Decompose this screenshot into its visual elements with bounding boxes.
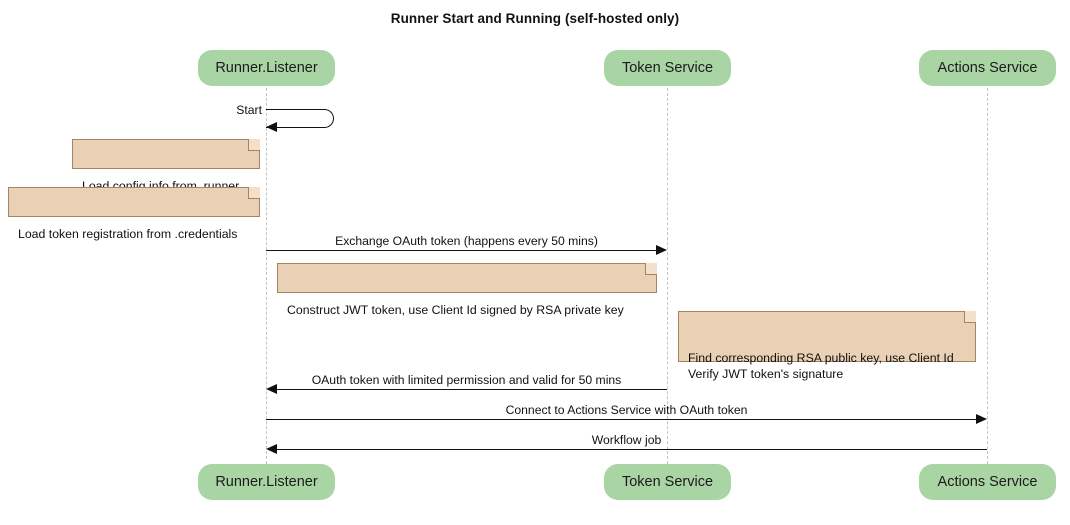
message-label-workflow-job: Workflow job <box>591 433 662 447</box>
message-label-exchange-oauth-token: Exchange OAuth token (happens every 50 m… <box>335 234 598 248</box>
participant-actions-service-top[interactable]: Actions Service <box>919 50 1056 86</box>
lifeline-runner <box>266 88 267 464</box>
message-self-start <box>266 109 334 128</box>
note-fold-corner-icon <box>248 187 260 199</box>
arrowhead-exchange-oauth-token <box>656 245 667 255</box>
arrowhead-start <box>266 122 277 132</box>
lifeline-actions <box>987 88 988 464</box>
participant-token-service-top[interactable]: Token Service <box>604 50 731 86</box>
message-label-connect-actions-service: Connect to Actions Service with OAuth to… <box>505 403 748 417</box>
note-fold-corner-icon <box>645 263 657 275</box>
message-line-oauth-token-reply <box>277 389 667 390</box>
note-load-config: Load config info from .runner <box>72 139 260 193</box>
participant-actions-service-bottom[interactable]: Actions Service <box>919 464 1056 500</box>
arrowhead-connect-actions-service <box>976 414 987 424</box>
note-text: Find corresponding RSA public key, use C… <box>688 351 954 381</box>
page-title: Runner Start and Running (self-hosted on… <box>390 11 680 26</box>
lifeline-token <box>667 88 668 464</box>
note-construct-jwt: Construct JWT token, use Client Id signe… <box>277 263 657 317</box>
message-label-start: Start <box>236 103 262 117</box>
note-text: Load token registration from .credential… <box>18 227 238 241</box>
message-line-connect-actions-service <box>266 419 976 420</box>
participant-runner-listener-bottom[interactable]: Runner.Listener <box>198 464 335 500</box>
message-line-exchange-oauth-token <box>266 250 656 251</box>
participant-runner-listener-top[interactable]: Runner.Listener <box>198 50 335 86</box>
participant-token-service-bottom[interactable]: Token Service <box>604 464 731 500</box>
arrowhead-oauth-token-reply <box>266 384 277 394</box>
note-load-token-registration: Load token registration from .credential… <box>8 187 260 241</box>
note-verify-jwt: Find corresponding RSA public key, use C… <box>678 311 976 381</box>
note-fold-corner-icon <box>964 311 976 323</box>
message-line-workflow-job <box>277 449 987 450</box>
note-fold-corner-icon <box>248 139 260 151</box>
arrowhead-workflow-job <box>266 444 277 454</box>
message-label-oauth-token-reply: OAuth token with limited permission and … <box>311 373 622 387</box>
note-text: Construct JWT token, use Client Id signe… <box>287 303 624 317</box>
